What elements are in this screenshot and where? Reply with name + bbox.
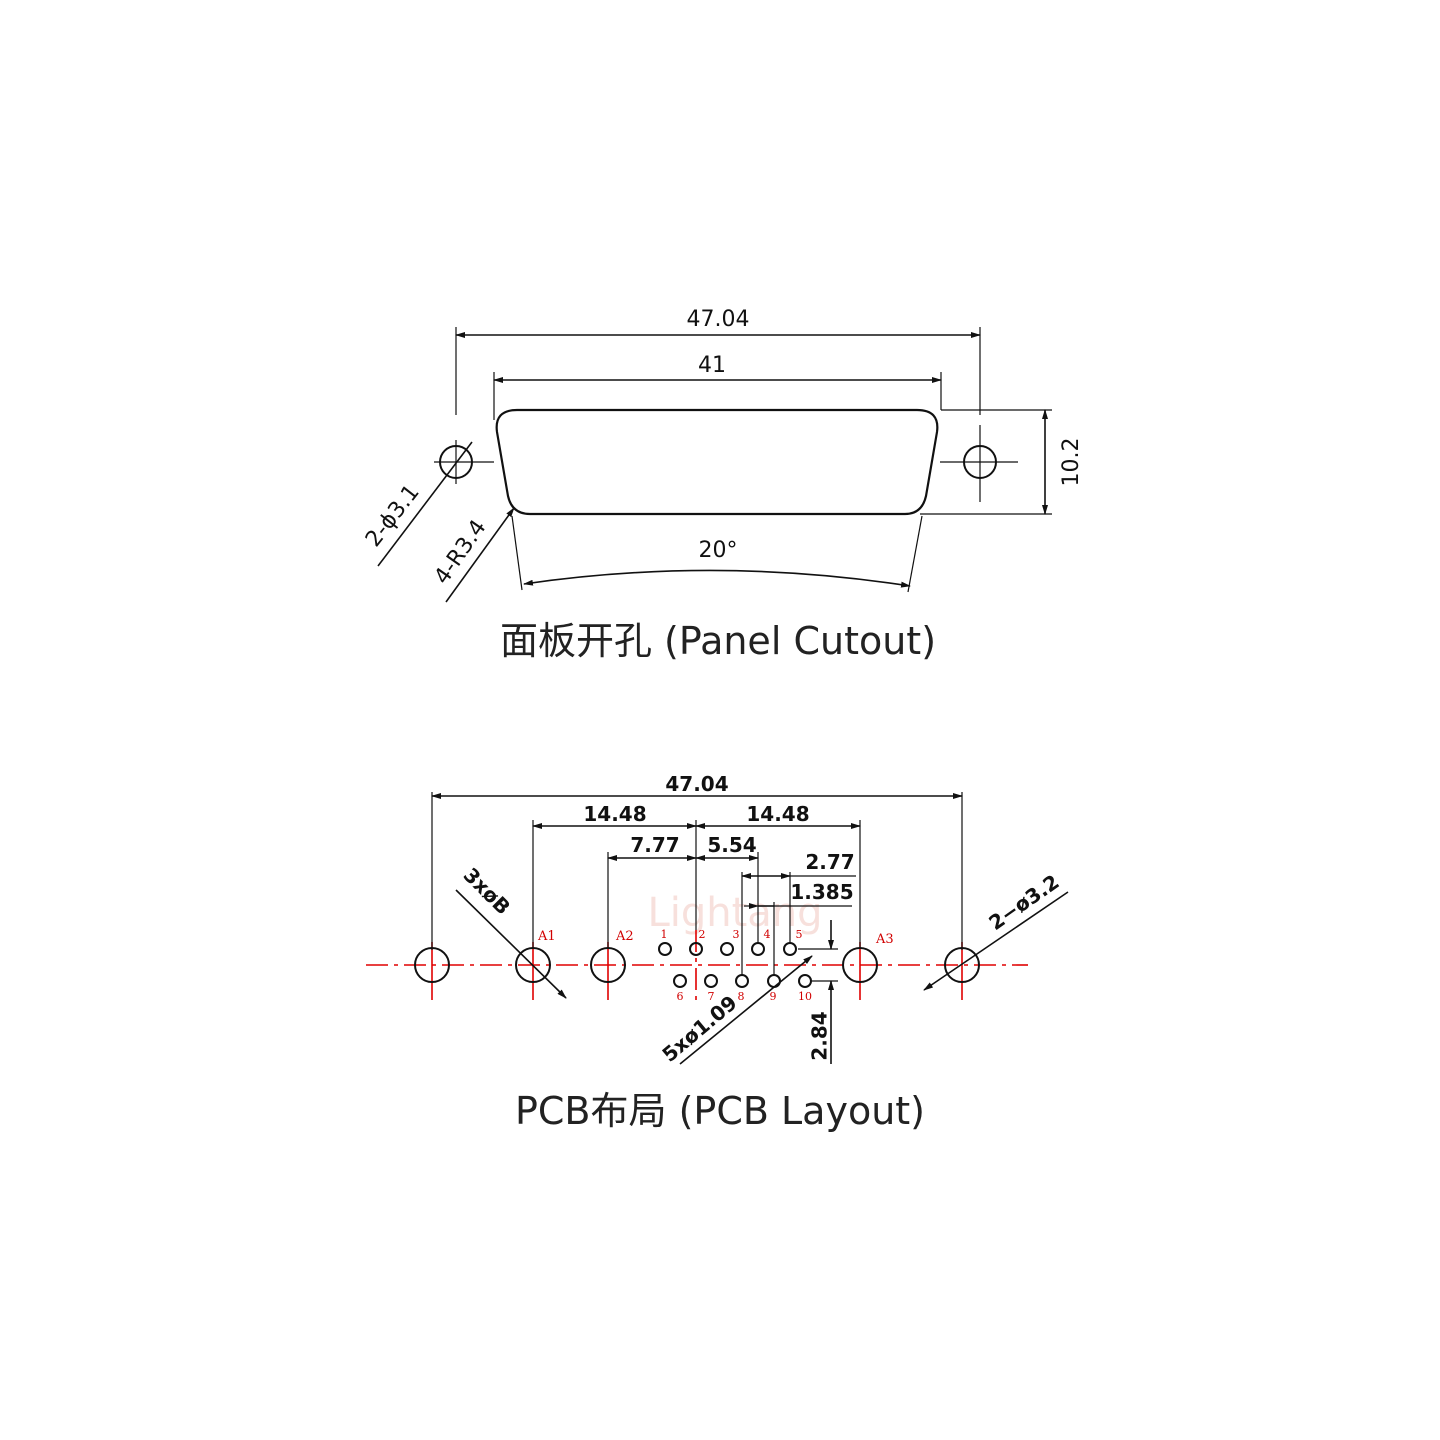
panel-cutout-view: 47.04 41 10.2 2-ϕ3.1 4-R3.4 20° 面板开孔 (Pa… bbox=[361, 307, 1084, 663]
pcb-mount-hole-left bbox=[414, 947, 450, 983]
label-pin-8: 8 bbox=[738, 990, 745, 1003]
dsub-cutout-outline bbox=[495, 408, 939, 516]
pcb-pin-10 bbox=[798, 974, 812, 988]
pcb-pin-2 bbox=[689, 942, 703, 956]
leader-small-hole bbox=[679, 955, 813, 1065]
label-pin-1: 1 bbox=[661, 928, 668, 941]
pcb-dim-pin-pitch-2: 2.77 bbox=[805, 850, 854, 874]
label-pin-6: 6 bbox=[677, 990, 684, 1003]
pcb-dim-left-span: 14.48 bbox=[583, 802, 646, 826]
pcb-dim-row-spacing: 2.84 bbox=[808, 1011, 832, 1060]
dim-overall-width: 47.04 bbox=[687, 307, 750, 332]
label-a2: A2 bbox=[615, 929, 634, 944]
pcb-hole-a3 bbox=[842, 947, 878, 983]
label-pin-2: 2 bbox=[699, 928, 706, 941]
pcb-dim-small-hole: 5xø1.09 bbox=[657, 991, 741, 1067]
label-pin-5: 5 bbox=[796, 928, 803, 941]
pcb-pin-6 bbox=[673, 974, 687, 988]
pcb-dim-right-span: 14.48 bbox=[746, 802, 809, 826]
dim-arc-angle bbox=[523, 569, 911, 588]
label-pin-10: 10 bbox=[798, 990, 812, 1003]
leader-mount-hole bbox=[923, 891, 1069, 991]
pcb-pin-8 bbox=[735, 974, 749, 988]
pcb-pin-7 bbox=[704, 974, 718, 988]
angle-extension-right bbox=[907, 515, 923, 593]
pcb-dim-a2-offset: 7.77 bbox=[630, 833, 679, 857]
panel-cutout-caption: 面板开孔 (Panel Cutout) bbox=[500, 619, 936, 663]
label-a1: A1 bbox=[537, 929, 556, 944]
leader-large-hole bbox=[455, 889, 567, 999]
pcb-layout-caption: PCB布局 (PCB Layout) bbox=[515, 1089, 925, 1133]
pcb-hole-a2 bbox=[590, 947, 626, 983]
leader-radius bbox=[445, 507, 515, 603]
pcb-dim-large-hole: 3xøB bbox=[459, 863, 515, 919]
pcb-pin-3 bbox=[720, 942, 734, 956]
pcb-hole-a1 bbox=[515, 947, 551, 983]
label-a3: A3 bbox=[875, 932, 894, 947]
pcb-pin-9 bbox=[767, 974, 781, 988]
label-pin-3: 3 bbox=[733, 928, 740, 941]
watermark: Lightang bbox=[647, 890, 822, 936]
pcb-mount-hole-right bbox=[944, 947, 980, 983]
pcb-pin-5 bbox=[783, 942, 797, 956]
dim-angle: 20° bbox=[699, 538, 738, 563]
pcb-pin-4 bbox=[751, 942, 765, 956]
dim-cutout-width: 41 bbox=[698, 353, 726, 378]
pcb-pin-1 bbox=[658, 942, 672, 956]
pcb-dim-pin-span: 5.54 bbox=[707, 833, 756, 857]
pcb-layout-view: Lightang 47.04 14.48 14.48 7.77 5. bbox=[366, 772, 1069, 1133]
label-pin-7: 7 bbox=[708, 990, 715, 1003]
leader-hole-dia bbox=[377, 441, 473, 567]
label-pin-9: 9 bbox=[770, 990, 777, 1003]
angle-extension-left bbox=[511, 515, 523, 591]
label-pin-4: 4 bbox=[764, 928, 771, 941]
dim-height: 10.2 bbox=[1059, 438, 1084, 487]
pcb-dim-pin-pitch-1: 1.385 bbox=[790, 880, 853, 904]
pcb-dim-overall-width: 47.04 bbox=[665, 772, 728, 796]
